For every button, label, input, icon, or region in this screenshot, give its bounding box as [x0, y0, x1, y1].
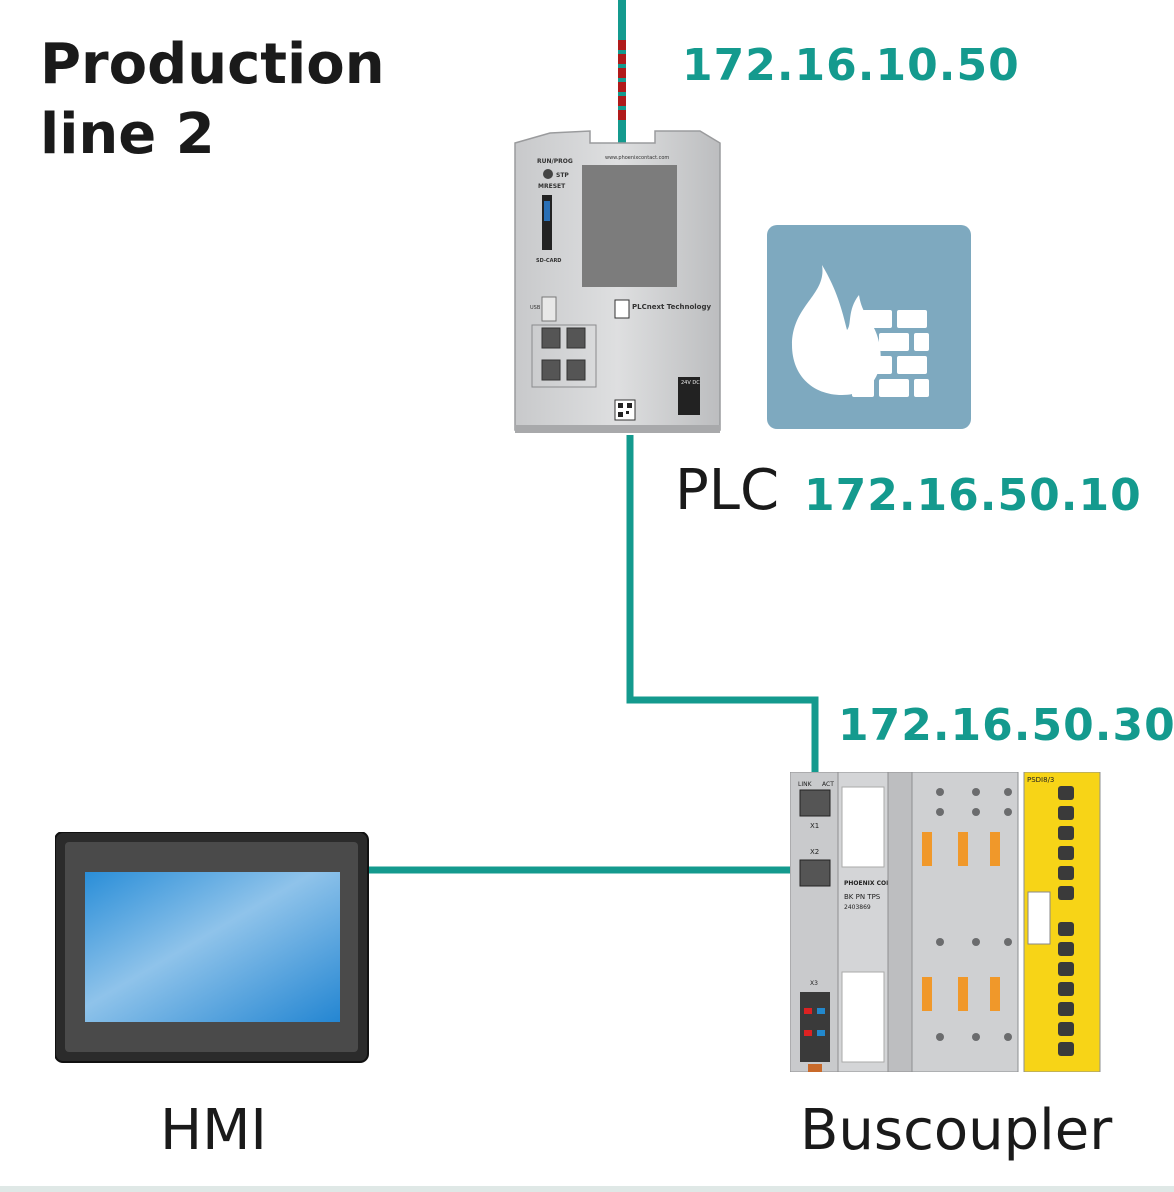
coupler-brand: PHOENIX CONTACT: [844, 880, 909, 887]
coupler-x3-label: X3: [810, 980, 818, 987]
buscoupler-ip: 172.16.50.30: [838, 700, 1174, 751]
plc-mode-switch[interactable]: [543, 169, 553, 179]
svg-text:www.phoenixcontact.com: www.phoenixcontact.com: [605, 155, 669, 161]
svg-text:LINK: LINK: [798, 781, 813, 788]
plc-device: www.phoenixcontact.com RUN/PROG STP MRES…: [514, 130, 721, 433]
buscoupler-label: Buscoupler: [800, 1098, 1113, 1163]
coupler-port-x2[interactable]: [799, 859, 831, 887]
coupler-part: 2403869: [844, 904, 871, 911]
plc-power-label: 24V DC: [681, 380, 700, 386]
title-line-2: line 2: [40, 102, 215, 167]
coupler-x1-label: X1: [810, 822, 819, 830]
plc-usb-label: USB: [530, 305, 541, 311]
plc-sd-slot[interactable]: [542, 195, 552, 250]
coupler-port-x1[interactable]: [799, 789, 831, 817]
plc-buscoupler-cable: [626, 435, 819, 775]
plc-sdcard-label: SD-CARD: [536, 258, 561, 264]
hmi-screen[interactable]: [85, 872, 340, 1022]
buscoupler-device: LINK ACT X1 X2 PHOENIX CONTACT BK PN TPS…: [790, 772, 1101, 1072]
plc-runprog-label: RUN/PROG: [537, 158, 573, 165]
uplink-ip: 172.16.10.50: [682, 40, 1020, 91]
plc-power-connector[interactable]: [678, 377, 700, 415]
diagram-title: Production line 2: [40, 30, 385, 170]
hmi-label: HMI: [160, 1098, 267, 1163]
coupler-model: BK PN TPS: [844, 893, 881, 901]
plc-usb-port[interactable]: [541, 296, 557, 322]
firewall-icon: [767, 225, 971, 429]
svg-text:ACT: ACT: [822, 781, 834, 788]
plc-ip: 172.16.50.10: [804, 470, 1142, 521]
plc-brand: PLCnext Technology: [632, 303, 711, 311]
plc-stp-label: STP: [556, 172, 569, 179]
coupler-psdi-label: PSDI8/3: [1027, 776, 1054, 784]
coupler-x2-label: X2: [810, 848, 819, 856]
bottom-divider: [0, 1186, 1174, 1192]
coupler-power-connector[interactable]: [800, 992, 830, 1062]
plc-display: [582, 165, 677, 287]
hmi-device: [55, 832, 369, 1063]
plc-mreset-label: MRESET: [538, 183, 566, 190]
title-line-1: Production: [40, 32, 385, 97]
plc-label: PLC: [675, 458, 780, 523]
plc-lan-ports: [531, 324, 597, 388]
